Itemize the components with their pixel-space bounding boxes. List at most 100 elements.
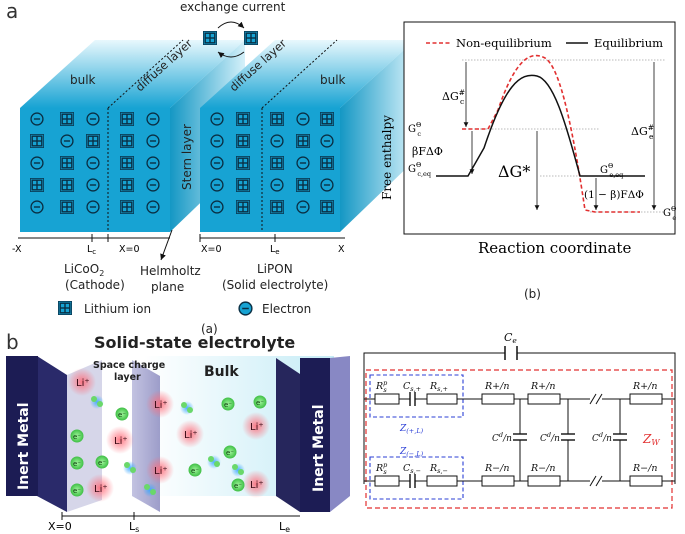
electron-ball bbox=[70, 456, 84, 470]
legend-lithium-icon bbox=[58, 301, 72, 315]
bfdphi-label: βFΔΦ bbox=[412, 145, 443, 158]
bulk-right-label: bulk bbox=[320, 73, 346, 87]
zw-box bbox=[365, 369, 673, 509]
lithium-ion-glow bbox=[68, 368, 96, 396]
rs-plus-resistor bbox=[426, 393, 458, 405]
space-charge-sublabel: layer bbox=[114, 372, 141, 383]
cathode-sublabel: (Cathode) bbox=[65, 278, 125, 292]
ion-cluster-dot bbox=[181, 402, 187, 408]
lithium-ion-label: Li⁺ bbox=[250, 480, 264, 491]
z-plus-box bbox=[369, 374, 464, 418]
bulk-left-label: bulk bbox=[70, 73, 96, 87]
ion-cluster-dot bbox=[150, 489, 156, 495]
left-metal-side bbox=[37, 356, 67, 512]
legend-noneq-label: Non-equilibrium bbox=[456, 36, 552, 50]
lithium-ion-icon bbox=[60, 156, 74, 170]
equivalent-circuit bbox=[363, 346, 676, 509]
z-minus-label: Z(−,L) bbox=[399, 447, 424, 458]
lithium-ion-icon bbox=[320, 200, 334, 214]
rs-plus-label: Rs,+ bbox=[429, 381, 448, 393]
cd-label-1: Cd/n bbox=[492, 431, 512, 444]
ion-cluster-dot bbox=[124, 462, 130, 468]
electrolyte-side-face bbox=[340, 40, 415, 232]
lithium-ion-icon bbox=[120, 178, 134, 192]
lithium-ion-icon bbox=[60, 178, 74, 192]
electron-label: e⁻ bbox=[191, 467, 199, 475]
lithium-ion-icon bbox=[30, 134, 44, 148]
axis-b-le: Le bbox=[279, 520, 290, 534]
electron-ball bbox=[95, 455, 109, 469]
electron-icon bbox=[210, 156, 224, 170]
electron-label: e⁻ bbox=[73, 460, 81, 468]
lithium-ion-label: Li⁺ bbox=[154, 466, 168, 477]
lithium-ion-icon bbox=[236, 178, 250, 192]
electron-icon bbox=[210, 178, 224, 192]
axis-x: X bbox=[338, 244, 345, 255]
lithium-ion-glow bbox=[146, 390, 174, 418]
electron-icon bbox=[146, 134, 160, 148]
r-plus-n-label-3: R+/n bbox=[632, 381, 657, 392]
electron-icon bbox=[210, 112, 224, 126]
axis-b-x0: X=0 bbox=[48, 520, 72, 533]
lithium-ion-icon bbox=[236, 200, 250, 214]
lithium-ion-icon bbox=[320, 156, 334, 170]
lithium-ion-icon bbox=[86, 134, 100, 148]
electron-icon bbox=[270, 134, 284, 148]
lithium-ion-glow bbox=[176, 420, 204, 448]
break-b1 bbox=[589, 475, 597, 487]
lithium-ion-icon bbox=[270, 156, 284, 170]
r-minus-n-label-2: R−/n bbox=[530, 463, 555, 474]
electron-ball bbox=[188, 463, 202, 477]
helmholtz-label: Helmholtz bbox=[140, 264, 201, 278]
inert-metal-left: Inert Metal bbox=[16, 402, 32, 490]
electron-icon bbox=[30, 112, 44, 126]
lithium-ion-icon bbox=[296, 134, 310, 148]
electrolyte-top-face bbox=[200, 40, 415, 108]
ion-cluster-dot bbox=[238, 469, 244, 475]
exchange-arrow-top bbox=[217, 21, 245, 29]
ion-cluster-dot bbox=[187, 407, 193, 413]
lithium-ion-glow bbox=[86, 474, 114, 502]
lithium-ion-icon bbox=[236, 112, 250, 126]
r-plus-n-label-1: R+/n bbox=[484, 381, 509, 392]
panel-b: b Solid-state electrolyte Inert Metal Sp… bbox=[6, 330, 350, 534]
r-minus-1 bbox=[481, 475, 515, 487]
lithium-ion-glow bbox=[242, 412, 270, 440]
ion-cluster-dot bbox=[97, 401, 103, 407]
lithium-ion-label: Li⁺ bbox=[114, 436, 128, 447]
lithium-ion-label: Li⁺ bbox=[154, 400, 168, 411]
r-plus-n-label-2: R+/n bbox=[530, 381, 555, 392]
electron-icon bbox=[296, 112, 310, 126]
helmholtz-pointer bbox=[160, 229, 173, 261]
electron-label: e⁻ bbox=[226, 449, 234, 457]
lithium-ion-icon bbox=[120, 134, 134, 148]
lithium-ion-icon bbox=[120, 156, 134, 170]
cd-label-3: Cd/n bbox=[592, 431, 612, 444]
z-plus-label: Z(+,L) bbox=[399, 424, 424, 435]
lithium-ion-icon bbox=[244, 31, 258, 45]
electron-icon bbox=[30, 200, 44, 214]
cathode-label: LiCoO2 bbox=[64, 262, 104, 278]
zw-label: ZW bbox=[642, 432, 660, 447]
electron-label: e⁻ bbox=[118, 411, 126, 419]
left-metal-front bbox=[6, 356, 38, 496]
r-plus-3 bbox=[629, 393, 663, 405]
lithium-ion-icon bbox=[236, 156, 250, 170]
lithium-ion-label: Li⁺ bbox=[250, 422, 264, 433]
particle-field: Li⁺Li⁺Li⁺Li⁺Li⁺Li⁺Li⁺Li⁺e⁻e⁻e⁻e⁻e⁻e⁻e⁻e⁻… bbox=[68, 368, 270, 502]
lithium-ion-icon bbox=[120, 200, 134, 214]
r-minus-2 bbox=[527, 475, 561, 487]
ion-cluster-dot bbox=[232, 464, 238, 470]
cs-plus-label: Cs,+ bbox=[403, 381, 421, 393]
lipon-label: LiPON bbox=[257, 262, 293, 276]
lithium-ion-label: Li⁺ bbox=[76, 378, 90, 389]
electron-icon bbox=[30, 156, 44, 170]
axis-x0-left: X=0 bbox=[119, 244, 140, 255]
ce-label: Ce bbox=[504, 331, 517, 345]
lithium-ion-glow bbox=[106, 426, 134, 454]
energy-ylabel: Free enthalpy bbox=[380, 115, 394, 200]
